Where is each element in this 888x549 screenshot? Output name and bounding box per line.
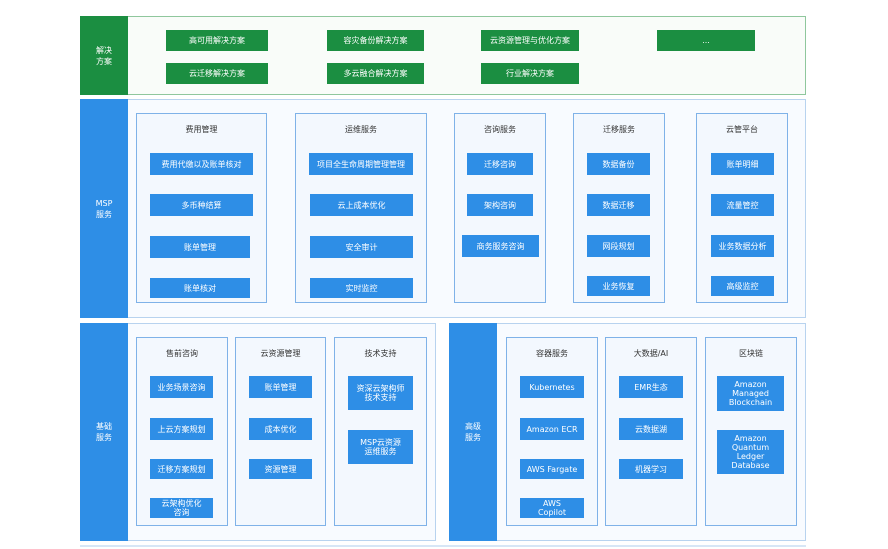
group-title: 售前咨询 <box>166 349 198 358</box>
group-title: 迁移服务 <box>603 125 635 134</box>
group-title: 费用管理 <box>185 125 218 134</box>
item-business-consulting[interactable]: 商务服务咨询 <box>462 235 539 257</box>
item-aws-fargate[interactable]: AWS Fargate <box>520 459 584 479</box>
item-architecture-consulting[interactable]: 架构咨询 <box>467 194 533 216</box>
item-cost-optimization[interactable]: 云上成本优化 <box>310 194 413 216</box>
item-aws-copilot[interactable]: AWS Copilot <box>520 498 584 518</box>
item-realtime-monitoring[interactable]: 实时监控 <box>310 278 413 298</box>
group-title: 运维服务 <box>345 125 377 134</box>
item-architecture-optimization[interactable]: 云架构优化 咨询 <box>150 498 213 518</box>
solution-disaster-recovery[interactable]: 容灾备份解决方案 <box>327 30 424 51</box>
item-lifecycle-management[interactable]: 项目全生命周期管理管理 <box>309 153 413 175</box>
solution-high-availability[interactable]: 高可用解决方案 <box>166 30 268 51</box>
solution-more[interactable]: ... <box>657 30 755 51</box>
group-title: 技术支持 <box>364 349 397 358</box>
item-data-lake[interactable]: 云数据湖 <box>619 418 683 440</box>
solution-industry[interactable]: 行业解决方案 <box>481 63 579 84</box>
item-traffic-control[interactable]: 流量管控 <box>711 194 774 216</box>
item-resource-bill-management[interactable]: 账单管理 <box>249 376 312 398</box>
solution-multi-cloud[interactable]: 多云融合解决方案 <box>327 63 424 84</box>
bottom-divider <box>80 545 806 547</box>
group-title: 云管平台 <box>726 125 758 134</box>
solution-cloud-migration[interactable]: 云迁移解决方案 <box>166 63 268 84</box>
item-machine-learning[interactable]: 机器学习 <box>619 459 683 479</box>
item-bill-check[interactable]: 账单核对 <box>150 278 250 298</box>
item-fee-payment-bill-check[interactable]: 费用代缴以及账单核对 <box>150 153 253 175</box>
item-data-backup[interactable]: 数据备份 <box>587 153 650 175</box>
item-business-scenario[interactable]: 业务场景咨询 <box>150 376 213 398</box>
group-title: 云资源管理 <box>260 349 301 358</box>
item-advanced-monitoring[interactable]: 高级监控 <box>711 276 774 296</box>
item-business-analytics[interactable]: 业务数据分析 <box>711 235 774 257</box>
item-emr-ecosystem[interactable]: EMR生态 <box>619 376 683 398</box>
basic-label: 基础 服务 <box>80 323 128 541</box>
solutions-label: 解决 方案 <box>80 16 128 95</box>
item-data-migration[interactable]: 数据迁移 <box>587 194 650 216</box>
item-migration-consulting[interactable]: 迁移咨询 <box>467 153 533 175</box>
item-bill-details[interactable]: 账单明细 <box>711 153 774 175</box>
msp-label: MSP 服务 <box>80 99 128 318</box>
item-migration-planning[interactable]: 迁移方案规划 <box>150 459 213 479</box>
group-title: 大数据/AI <box>633 349 669 358</box>
item-bill-management[interactable]: 账单管理 <box>150 236 250 258</box>
item-kubernetes[interactable]: Kubernetes <box>520 376 584 398</box>
solution-resource-optimization[interactable]: 云资源管理与优化方案 <box>481 30 579 51</box>
item-resource-cost-optimization[interactable]: 成本优化 <box>249 418 312 440</box>
group-title: 区块链 <box>739 349 763 358</box>
item-amazon-ecr[interactable]: Amazon ECR <box>520 418 584 440</box>
group-title: 容器服务 <box>536 349 568 358</box>
item-msp-operations[interactable]: MSP云资源 运维服务 <box>348 430 413 464</box>
item-business-recovery[interactable]: 业务恢复 <box>587 276 650 296</box>
item-resource-management[interactable]: 资源管理 <box>249 459 312 479</box>
item-architect-support[interactable]: 资深云架构师 技术支持 <box>348 376 413 410</box>
item-quantum-ledger-database[interactable]: Amazon Quantum Ledger Database <box>717 430 784 474</box>
item-cloud-planning[interactable]: 上云方案规划 <box>150 418 213 440</box>
item-security-audit[interactable]: 安全审计 <box>310 236 413 258</box>
item-managed-blockchain[interactable]: Amazon Managed Blockchain <box>717 376 784 411</box>
item-multi-currency[interactable]: 多币种结算 <box>150 194 253 216</box>
group-title: 咨询服务 <box>484 125 516 134</box>
item-network-planning[interactable]: 网段规划 <box>587 235 650 257</box>
advanced-label: 高级 服务 <box>449 323 497 541</box>
